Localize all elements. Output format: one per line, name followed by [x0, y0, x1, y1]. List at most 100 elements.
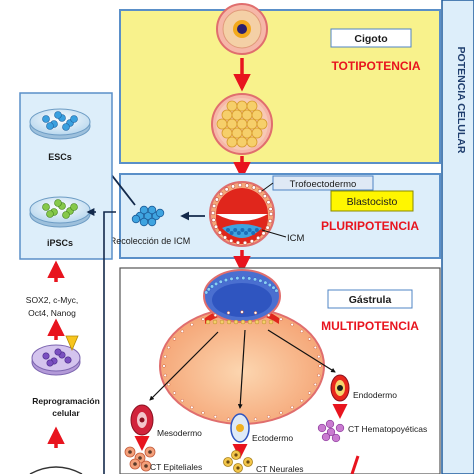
- outer-layer-cell: [253, 311, 258, 315]
- collected-icm-cell: [147, 205, 157, 215]
- outer-layer-cell: [300, 329, 304, 333]
- icm-cell: [229, 231, 234, 235]
- ipsc-colony: [70, 203, 78, 211]
- multipotency-title: MULTIPOTENCIA: [321, 319, 419, 333]
- blastomere: [251, 109, 263, 121]
- epiblast-cell: [210, 284, 215, 289]
- outer-layer-cell: [313, 345, 317, 350]
- mesoderm-band-cell: [240, 319, 246, 325]
- reprogrammed-cell: [46, 359, 54, 367]
- trophectoderm-cell: [261, 231, 266, 236]
- trophectoderm-cell: [251, 185, 256, 190]
- blastomere: [241, 127, 253, 139]
- collected-icm-cell: [139, 217, 149, 227]
- ipsc-colony: [62, 211, 70, 219]
- mesoderm-band-cell: [233, 319, 239, 325]
- outer-layer-cell: [167, 345, 171, 350]
- trophectoderm-cell: [237, 182, 243, 188]
- hematopoietic-cell: [326, 427, 336, 437]
- outer-layer-cell: [300, 399, 304, 403]
- outer-layer-cell: [307, 391, 312, 395]
- reprogramming-dish: [31, 344, 81, 376]
- epiblast-cell: [258, 278, 263, 283]
- epiblast-cell: [252, 277, 258, 282]
- outer-layer-cell: [180, 329, 184, 333]
- escs-label: ESCs: [48, 152, 72, 162]
- red-slash-mark: [350, 455, 360, 474]
- collected-icm-cell: [155, 208, 165, 218]
- outer-layer-cell: [172, 337, 177, 341]
- blastomere: [231, 127, 243, 139]
- epiblast-cell: [229, 276, 234, 281]
- blastocyst-cell: [209, 181, 275, 247]
- epithelial-nucleus: [148, 450, 152, 454]
- icm-pointer: [261, 229, 287, 238]
- icm-collection-label: Recolección de ICM: [110, 236, 191, 246]
- ectoderm-pointer: [237, 329, 246, 409]
- outer-layer-cell: [163, 354, 167, 359]
- hematopoietic-stem-cells-label: CT Hematopoyéticas: [348, 424, 427, 434]
- trophectoderm-cell: [213, 224, 219, 229]
- factors-line-2: Oct4, Nanog: [28, 308, 76, 318]
- epithelial-nucleus: [133, 462, 137, 466]
- outer-layer-cell: [290, 322, 294, 327]
- trophectoderm-cell: [212, 203, 217, 209]
- esc-colony: [42, 115, 50, 123]
- epiblast-cell: [218, 279, 223, 284]
- trophectoderm-cell: [249, 239, 255, 244]
- ipscs-culture-dish: [29, 196, 91, 228]
- trophectoderm-cell: [262, 194, 267, 199]
- epithelial-stem-cells: [124, 446, 156, 472]
- reprogrammed-cell: [42, 352, 50, 360]
- zygote-label: Cigoto: [354, 33, 387, 45]
- outer-layer-cell: [162, 364, 166, 368]
- blastocyst-tag: [330, 190, 414, 212]
- outer-layer-cell: [267, 415, 271, 419]
- outer-layer-cell: [317, 354, 321, 359]
- escs-culture-dish: [29, 108, 91, 140]
- icm-label: ICM: [287, 233, 305, 244]
- icm-cell: [254, 228, 259, 232]
- gastrula-label: Gástrula: [349, 294, 392, 306]
- outer-layer-cell: [167, 382, 171, 387]
- neural-nucleus: [246, 460, 250, 464]
- trophectoderm-cell: [266, 200, 271, 205]
- outer-layer-cell: [240, 310, 244, 314]
- epithelial-nucleus: [138, 456, 142, 460]
- reprogramming-line-2: celular: [52, 408, 80, 418]
- epiblast-cell: [235, 276, 240, 281]
- blastomere: [236, 136, 248, 148]
- outer-layer-cell: [226, 311, 231, 315]
- ipsc-colony: [46, 210, 54, 218]
- hematopoietic-cell: [317, 423, 327, 433]
- ectoderm-label: Ectodermo: [252, 433, 293, 443]
- mesoderm-band-cell: [268, 319, 274, 325]
- outer-layer-cell: [313, 382, 317, 387]
- icm-cell: [251, 231, 256, 235]
- blastomere: [226, 136, 238, 148]
- esc-colony: [54, 111, 62, 119]
- outer-layer-cell: [201, 317, 205, 321]
- blastomere: [246, 100, 258, 112]
- blastomere: [221, 109, 233, 121]
- ipsc-colony: [42, 203, 50, 211]
- epiblast-cell: [214, 281, 219, 286]
- endoderm-cell: [330, 374, 350, 402]
- blastocyst-label: Blastocisto: [347, 196, 398, 208]
- trophectoderm-cell: [214, 197, 219, 202]
- outer-layer-cell: [267, 313, 271, 317]
- trophectoderm-cell: [268, 206, 273, 212]
- mesoderm-band-cell: [261, 319, 267, 325]
- trophectoderm-cell: [222, 235, 228, 240]
- outer-layer-cell: [190, 405, 194, 410]
- epiblast-cell: [223, 278, 228, 283]
- ipscs-label: iPSCs: [47, 238, 73, 248]
- mesoderm-cell: [130, 404, 154, 436]
- trophectoderm-pointer: [261, 182, 274, 192]
- icm-collection-cluster: [131, 205, 165, 227]
- trophectoderm-cell: [235, 240, 241, 245]
- hematopoietic-cell: [325, 419, 335, 429]
- totipotency-title: TOTIPOTENCIA: [331, 59, 420, 73]
- blastomere: [246, 118, 258, 130]
- trophectoderm-cell: [244, 183, 250, 188]
